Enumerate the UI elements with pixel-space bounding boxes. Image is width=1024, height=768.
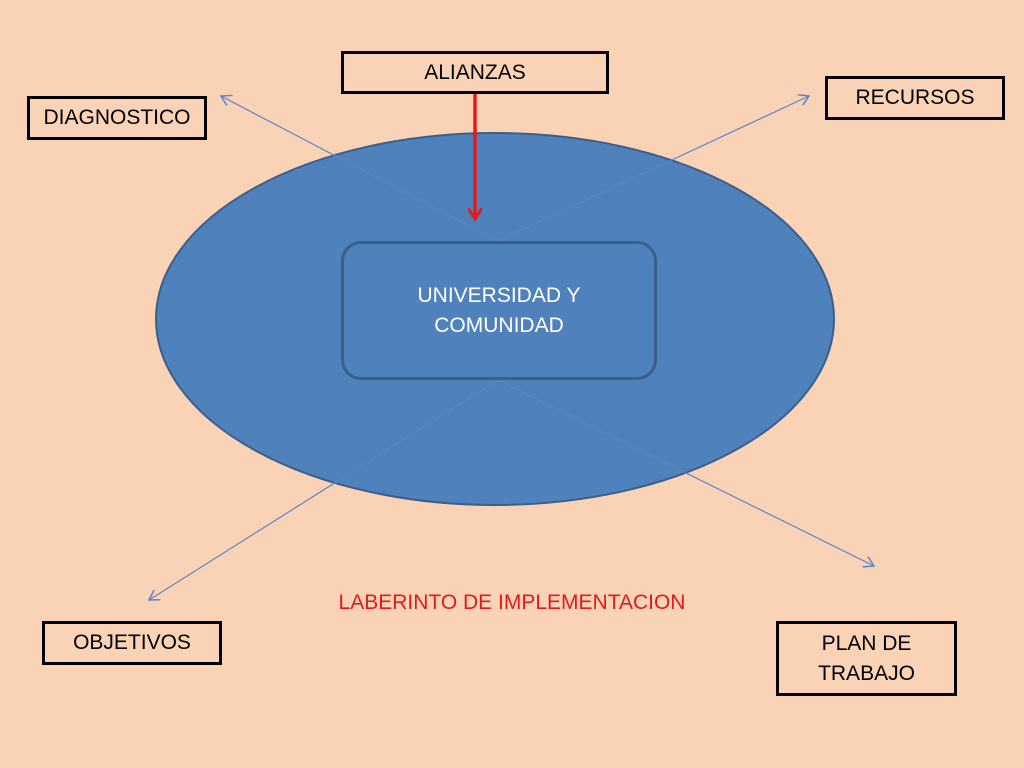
node-objetivos: OBJETIVOS bbox=[42, 621, 222, 665]
node-objetivos-label: OBJETIVOS bbox=[73, 631, 191, 654]
node-recursos: RECURSOS bbox=[825, 76, 1005, 120]
main-ellipse bbox=[155, 132, 835, 506]
node-alianzas-label: ALIANZAS bbox=[424, 60, 526, 84]
center-label: UNIVERSIDAD Y COMUNIDAD bbox=[417, 283, 581, 337]
center-box: UNIVERSIDAD Y COMUNIDAD bbox=[341, 241, 657, 380]
node-plan-de-trabajo: PLAN DE TRABAJO bbox=[776, 621, 957, 696]
connector-to-objetivos bbox=[149, 379, 499, 600]
connector-to-diagnostico bbox=[221, 96, 499, 242]
connector-to-recursos bbox=[497, 96, 809, 242]
node-recursos-label: RECURSOS bbox=[855, 86, 975, 109]
node-diagnostico: DIAGNOSTICO bbox=[27, 96, 207, 140]
node-diagnostico-label: DIAGNOSTICO bbox=[43, 106, 191, 129]
diagram-caption: LABERINTO DE IMPLEMENTACION bbox=[338, 591, 686, 614]
node-plan-de-trabajo-label: PLAN DE TRABAJO bbox=[818, 631, 915, 685]
node-alianzas: ALIANZAS bbox=[341, 51, 609, 94]
connector-to-plan-de-trabajo bbox=[497, 379, 874, 566]
